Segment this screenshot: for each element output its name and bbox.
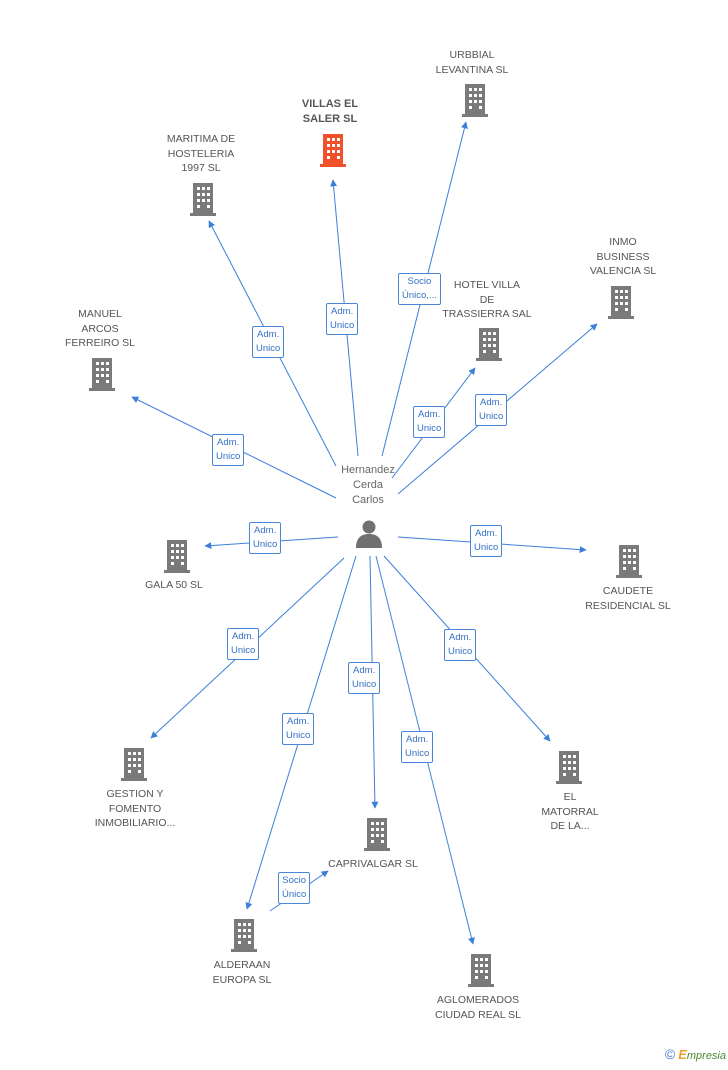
building-icon [320, 134, 346, 167]
relation-label-caudete[interactable]: Adm. Unico [470, 525, 503, 557]
building-icon [190, 183, 216, 216]
copyright-icon: © [664, 1046, 676, 1062]
relation-label-inmo[interactable]: Adm. Unico [475, 394, 508, 426]
company-label: GESTION Y FOMENTO INMOBILIARIO... [94, 788, 176, 829]
building-icon [231, 919, 257, 952]
company-label: CAPRIVALGAR SL [328, 858, 418, 870]
brand-footer[interactable]: ©Empresia [665, 1046, 726, 1062]
building-icon [468, 954, 494, 987]
brand-initial: E [678, 1047, 687, 1062]
relation-label-maritima[interactable]: Adm. Unico [252, 326, 285, 358]
person-name: Hernandez Cerda Carlos [341, 464, 395, 506]
company-label: CAUDETE RESIDENCIAL SL [585, 585, 671, 612]
building-icon [164, 540, 190, 573]
building-icon [121, 748, 147, 781]
brand-name: mpresia [686, 1050, 726, 1062]
company-label: HOTEL VILLA DE TRASSIERRA SAL [442, 279, 532, 320]
company-label: URBBIAL LEVANTINA SL [435, 49, 509, 76]
relation-label-gestion[interactable]: Adm. Unico [227, 628, 260, 660]
relation-label-alderaan-caprivalgar[interactable]: Socio Único [278, 872, 311, 904]
relation-label-caprivalgar[interactable]: Adm. Unico [348, 662, 381, 694]
building-icon [608, 286, 634, 319]
building-icon [556, 751, 582, 784]
relation-label-aglomerados[interactable]: Adm. Unico [401, 731, 434, 763]
company-label: ALDERAAN EUROPA SL [212, 959, 272, 986]
building-icon [462, 84, 488, 117]
company-label: MARITIMA DE HOSTELERIA 1997 SL [166, 133, 236, 174]
company-label: VILLAS EL SALER SL [301, 98, 359, 125]
company-label: EL MATORRAL DE LA... [541, 791, 599, 832]
relation-label-villas[interactable]: Adm. Unico [326, 303, 359, 335]
relation-label-matorral[interactable]: Adm. Unico [444, 629, 477, 661]
company-label: MANUEL ARCOS FERREIRO SL [64, 308, 135, 349]
person-icon[interactable] [354, 518, 384, 548]
building-icon [476, 328, 502, 361]
relation-label-hotel[interactable]: Adm. Unico [413, 406, 446, 438]
relation-label-alderaan[interactable]: Adm. Unico [282, 713, 315, 745]
building-icon [616, 545, 642, 578]
relation-label-gala[interactable]: Adm. Unico [249, 522, 282, 554]
company-label: GALA 50 SL [145, 579, 203, 591]
relation-label-manuel[interactable]: Adm. Unico [212, 434, 245, 466]
building-icon [364, 818, 390, 851]
company-label: AGLOMERADOS CIUDAD REAL SL [435, 994, 521, 1021]
relation-label-urbbial[interactable]: Socio Único,... [398, 273, 441, 305]
company-label: INMO BUSINESS VALENCIA SL [589, 236, 657, 277]
building-icon [89, 358, 115, 391]
